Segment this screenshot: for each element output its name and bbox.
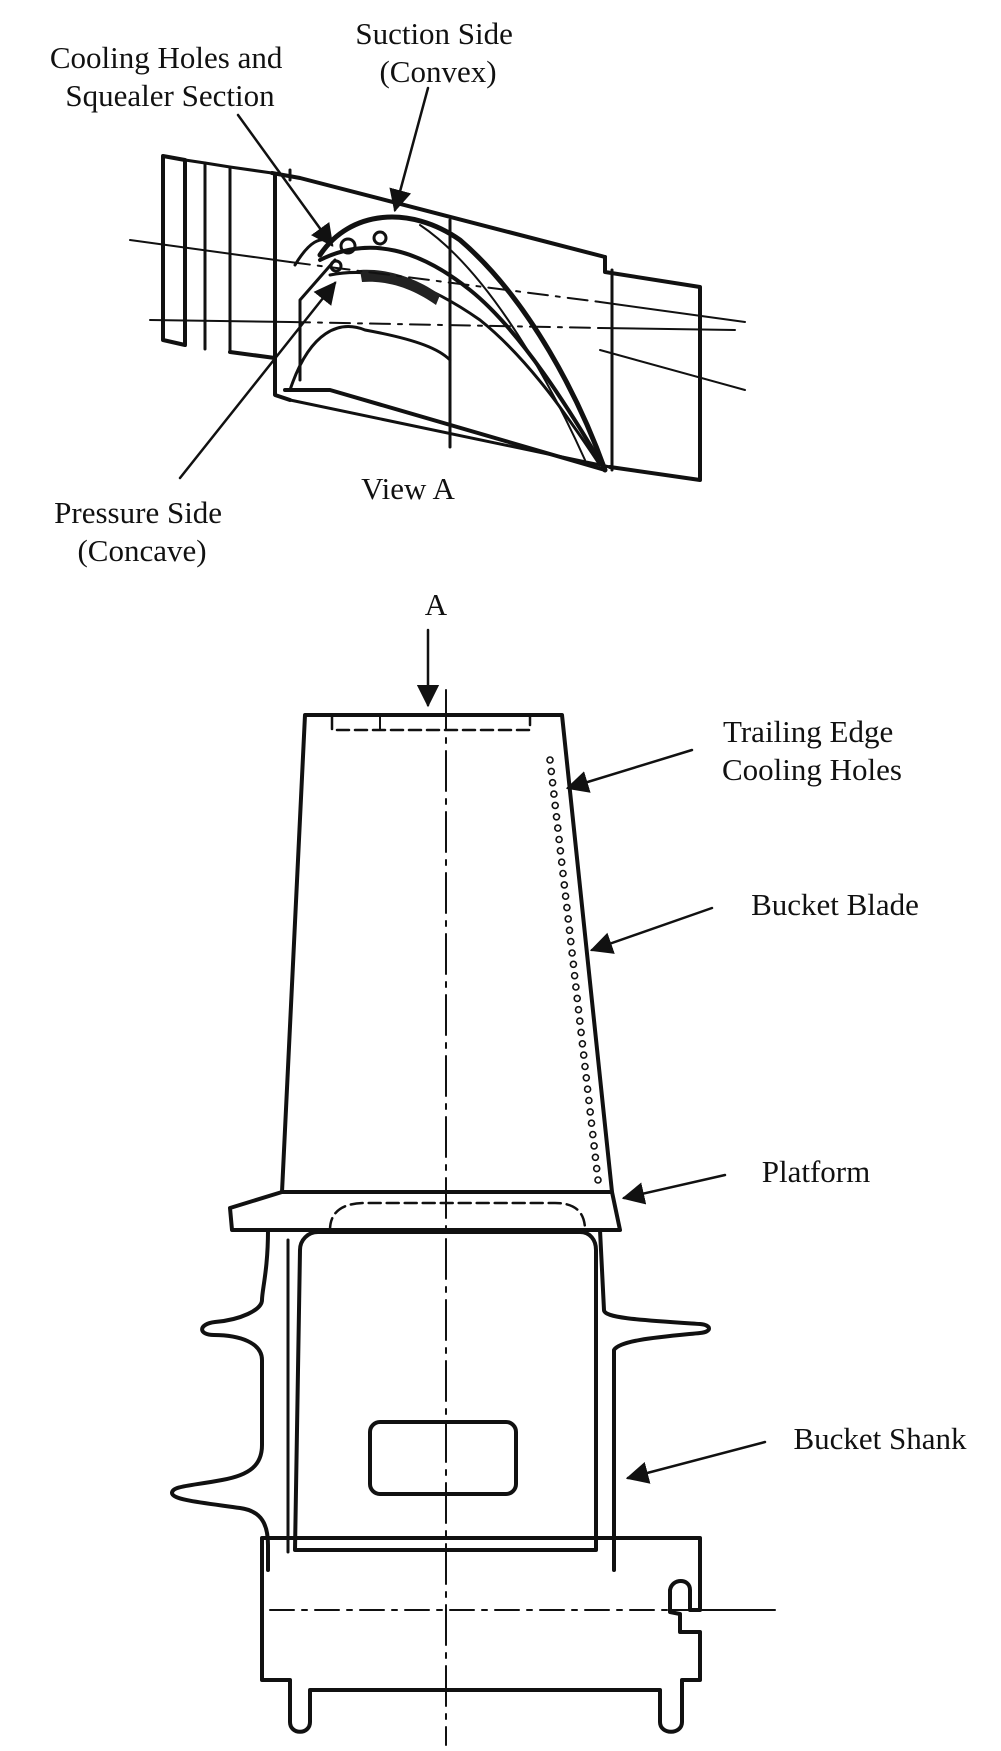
bucket-side-view bbox=[170, 689, 776, 1746]
cooling-hole bbox=[572, 983, 580, 991]
cooling-hole bbox=[581, 1062, 589, 1071]
pressure-side-label: Pressure Side (Concave) bbox=[54, 495, 230, 568]
trailing-edge-label: Trailing Edge Cooling Holes bbox=[722, 714, 902, 787]
view-a-centerlines bbox=[129, 239, 746, 448]
cooling-hole bbox=[587, 1119, 596, 1127]
cooling-hole bbox=[555, 835, 563, 844]
cooling-hole bbox=[551, 801, 560, 810]
bucket-blade-label: Bucket Blade bbox=[751, 887, 919, 922]
shank-window bbox=[368, 1420, 518, 1496]
cooling-hole bbox=[569, 960, 578, 969]
cooling-hole bbox=[574, 1005, 583, 1014]
side-view-centerlines bbox=[269, 689, 776, 1746]
bucket-shank-label: Bucket Shank bbox=[793, 1421, 967, 1456]
bucket-shank bbox=[170, 1228, 711, 1572]
cooling-hole bbox=[547, 767, 556, 776]
cooling-hole bbox=[550, 790, 558, 798]
cooling-hole bbox=[590, 1142, 598, 1150]
view-a-drawing bbox=[129, 154, 746, 482]
left-end-plates bbox=[161, 154, 277, 360]
suction-side-label: Suction Side (Convex) bbox=[355, 16, 520, 89]
cooling-hole bbox=[570, 971, 579, 980]
cooling-hole bbox=[594, 1176, 602, 1184]
cooling-hole bbox=[553, 824, 562, 832]
platform bbox=[228, 1190, 622, 1232]
cooling-holes-label: Cooling Holes and Squealer Section bbox=[50, 40, 290, 113]
cooling-hole bbox=[591, 1153, 600, 1162]
bucket-root bbox=[260, 1536, 702, 1734]
cooling-hole bbox=[575, 1017, 584, 1025]
cooling-hole bbox=[559, 869, 567, 878]
cooling-hole bbox=[566, 937, 575, 946]
cooling-hole bbox=[546, 756, 554, 764]
cooling-hole bbox=[578, 1040, 587, 1048]
view-a-callouts bbox=[178, 86, 430, 480]
cooling-hole bbox=[585, 1096, 593, 1105]
side-view-callouts bbox=[565, 748, 767, 1484]
cooling-hole bbox=[579, 1051, 588, 1059]
airfoil-section bbox=[288, 214, 608, 473]
view-a-label: View A bbox=[361, 471, 455, 506]
cooling-hole bbox=[592, 1164, 601, 1173]
platform-label: Platform bbox=[762, 1154, 871, 1189]
cooling-hole bbox=[561, 892, 570, 901]
cooling-hole bbox=[563, 903, 571, 912]
cooling-hole bbox=[577, 1028, 585, 1037]
cooling-hole bbox=[582, 1074, 591, 1082]
cooling-hole bbox=[568, 949, 576, 957]
cooling-hole bbox=[552, 812, 561, 821]
trailing-edge-holes bbox=[546, 756, 602, 1184]
section-a-label: A bbox=[425, 587, 448, 622]
cooling-hole bbox=[564, 915, 573, 923]
cooling-hole bbox=[583, 1085, 592, 1093]
cooling-hole bbox=[565, 926, 574, 935]
cooling-hole bbox=[560, 881, 569, 889]
cooling-hole bbox=[557, 858, 566, 867]
cooling-hole bbox=[586, 1108, 595, 1116]
cooling-hole bbox=[548, 778, 557, 787]
cooling-hole bbox=[573, 994, 582, 1003]
cooling-hole bbox=[588, 1130, 597, 1139]
cooling-hole bbox=[556, 846, 565, 855]
